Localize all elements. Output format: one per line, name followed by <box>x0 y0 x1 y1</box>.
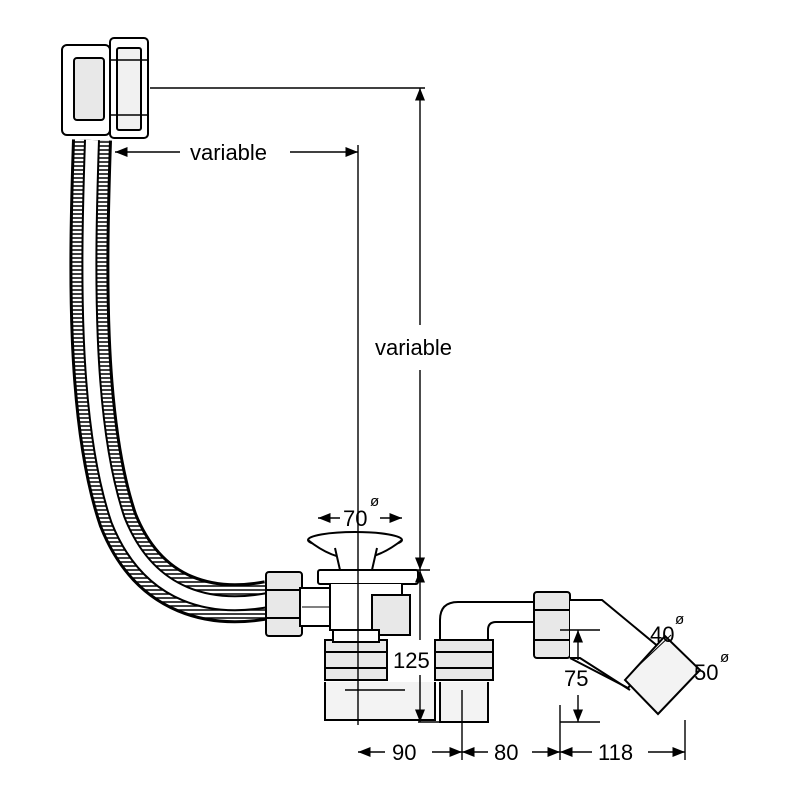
overflow-head <box>61 37 149 139</box>
spacing-118-label: 118 <box>598 740 633 765</box>
dimension-lines <box>115 87 686 760</box>
waste-body <box>265 531 702 723</box>
overflow-hose <box>69 139 272 624</box>
bore-50-symbol: ø <box>720 649 729 666</box>
outlet-height-label: 75 <box>564 666 588 691</box>
bore-40-label: 40 <box>650 622 674 647</box>
plug-diameter-symbol: ø <box>370 493 379 510</box>
waste-height-label: 125 <box>393 648 430 673</box>
spacing-90-label: 90 <box>392 740 416 765</box>
spacing-80-label: 80 <box>494 740 518 765</box>
overflow-height-label: variable <box>375 335 452 360</box>
overflow-length-label: variable <box>190 140 267 165</box>
bore-40-symbol: ø <box>675 611 684 628</box>
bore-50-label: 50 <box>694 660 718 685</box>
plug-diameter-label: 70 <box>343 506 367 531</box>
